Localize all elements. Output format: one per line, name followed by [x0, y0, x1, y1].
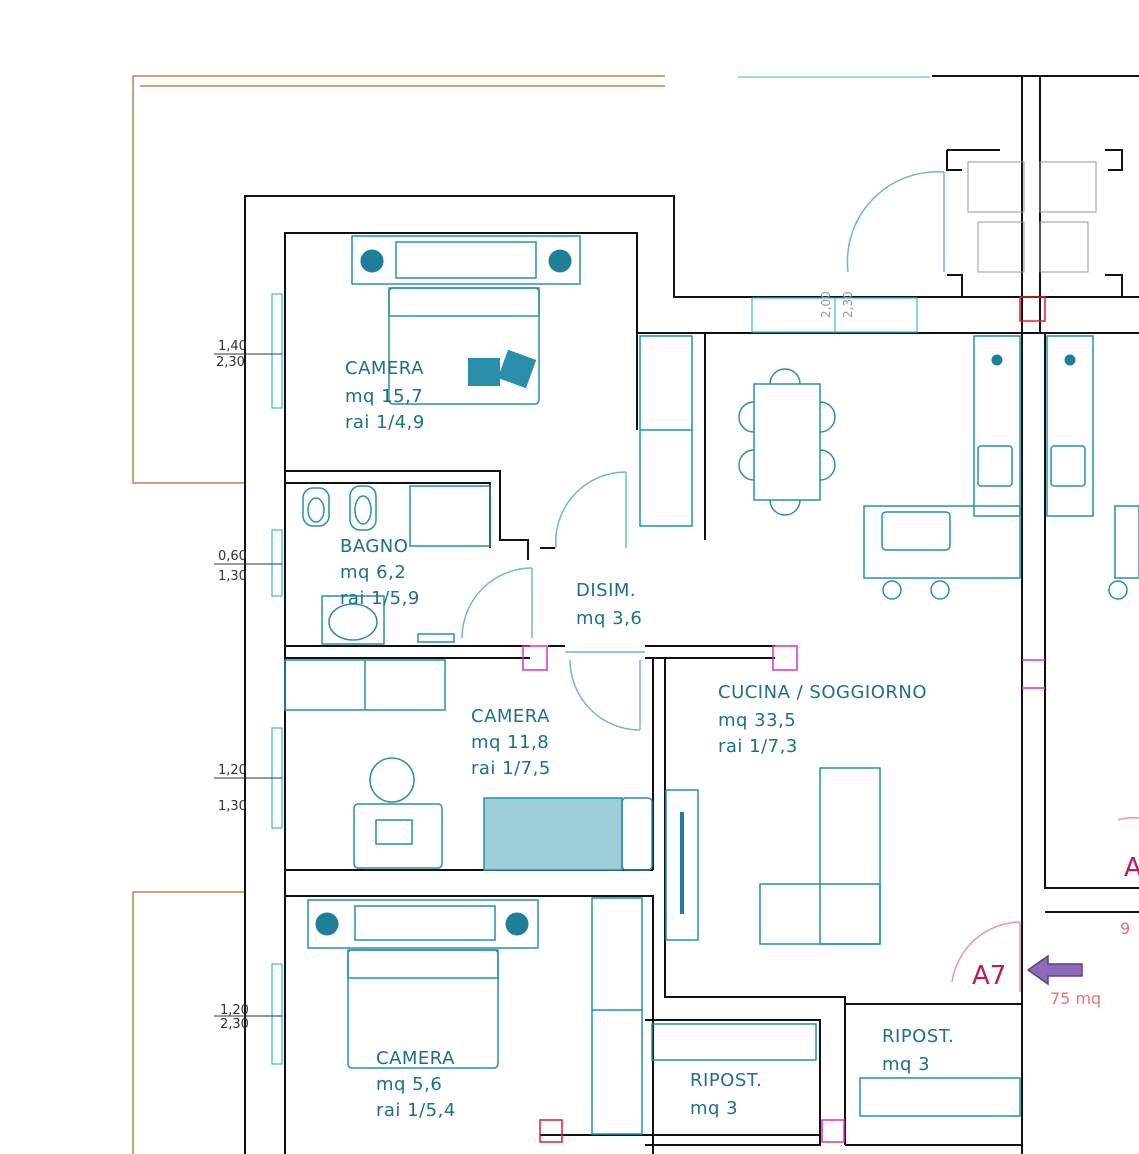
dining-table: [738, 368, 836, 516]
room-area: mq 3,6: [576, 608, 642, 629]
doors: [461, 171, 1139, 992]
terrace-outlines: [132, 75, 930, 1154]
room-area: mq 3: [690, 1098, 738, 1119]
room-ratio: rai 1/7,3: [718, 736, 798, 757]
window-dim-bottom: 1,30: [218, 799, 247, 814]
double-bed-bottom: [307, 899, 539, 1069]
door-dim-b: 2,30: [841, 291, 855, 318]
room-ratio: rai 1/5,4: [376, 1100, 456, 1121]
door-dim-a: 2,00: [819, 291, 833, 318]
room-name: BAGNO: [340, 536, 408, 557]
window-dim-top: 1,40: [218, 339, 247, 354]
room-name: CAMERA: [376, 1048, 455, 1069]
room-name: RIPOST.: [882, 1026, 954, 1047]
unit-area: 75 mq: [1050, 989, 1101, 1008]
kitchen-counter: [863, 335, 1139, 600]
room-name: CAMERA: [471, 706, 550, 727]
room-area: mq 5,6: [376, 1074, 442, 1095]
windows: [271, 293, 918, 1065]
window-dim-bottom: 2,30: [216, 355, 245, 370]
walls: [244, 75, 1139, 1154]
door-dimensions: 2,00 2,30: [819, 291, 855, 318]
room-name: RIPOST.: [690, 1070, 762, 1091]
room-area: mq 33,5: [718, 710, 796, 731]
room-name: DISIM.: [576, 580, 636, 601]
window-dim-top: 0,60: [218, 549, 247, 564]
window-dim-bottom: 2,30: [220, 1017, 249, 1032]
sofa: [665, 767, 881, 945]
room-ratio: rai 1/5,9: [340, 588, 420, 609]
room-area: mq 3: [882, 1054, 930, 1075]
room-labels: CAMERA mq 15,7 rai 1/4,9 BAGNO mq 6,2 ra…: [340, 358, 954, 1121]
room-name: CUCINA / SOGGIORNO: [718, 682, 927, 703]
window-dim-top: 1,20: [220, 1003, 249, 1018]
entrance-arrow-icon: [1026, 954, 1083, 986]
closet-shelves: [651, 1023, 1021, 1117]
unit-tag: A7 75 mq A 9: [972, 853, 1139, 1008]
bathroom-fixtures: [302, 485, 491, 645]
room-area: mq 15,7: [345, 386, 423, 407]
column-markers: [522, 296, 1046, 1143]
neighbor-unit-label: A: [1124, 853, 1139, 883]
room-name: CAMERA: [345, 358, 424, 379]
double-bed-top: [351, 235, 581, 405]
window-dim-bottom: 1,30: [218, 569, 247, 584]
stair-shaft: [947, 161, 1123, 297]
window-dimensions: 1,40 2,30 0,60 1,30 1,20 1,30 1,20 2,30: [214, 339, 282, 1032]
room-area: mq 6,2: [340, 562, 406, 583]
room-ratio: rai 1/7,5: [471, 758, 551, 779]
wardrobes: [284, 335, 693, 1135]
unit-label: A7: [972, 961, 1006, 991]
desk-and-bed: [353, 757, 653, 871]
window-dim-top: 1,20: [218, 763, 247, 778]
room-area: mq 11,8: [471, 732, 549, 753]
neighbor-unit-area: 9: [1120, 919, 1130, 938]
room-ratio: rai 1/4,9: [345, 412, 425, 433]
